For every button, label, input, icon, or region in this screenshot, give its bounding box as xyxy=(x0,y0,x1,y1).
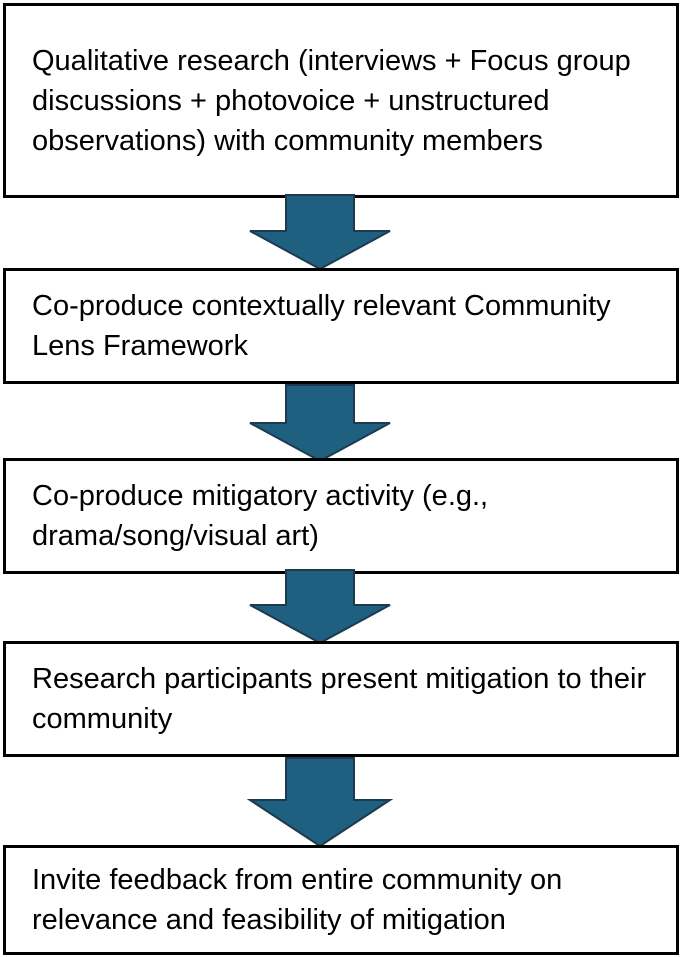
down-arrow-icon xyxy=(247,756,393,848)
step-text: Co-produce mitigatory activity (e.g., dr… xyxy=(32,480,489,552)
step-text: Research participants present mitigation… xyxy=(32,663,647,735)
step-box-community-lens-framework: Co-produce contextually relevant Communi… xyxy=(3,268,679,384)
step-box-qualitative-research: Qualitative research (interviews + Focus… xyxy=(3,3,679,198)
step-box-present-mitigation: Research participants present mitigation… xyxy=(3,641,679,757)
step-text: Co-produce contextually relevant Communi… xyxy=(32,290,611,362)
step-text: Qualitative research (interviews + Focus… xyxy=(32,44,631,157)
down-arrow-icon xyxy=(247,193,393,271)
step-box-mitigatory-activity: Co-produce mitigatory activity (e.g., dr… xyxy=(3,458,679,574)
step-box-invite-feedback: Invite feedback from entire community on… xyxy=(3,845,679,955)
down-arrow-icon xyxy=(247,568,393,645)
step-text: Invite feedback from entire community on… xyxy=(32,864,563,936)
down-arrow-icon xyxy=(247,383,393,463)
